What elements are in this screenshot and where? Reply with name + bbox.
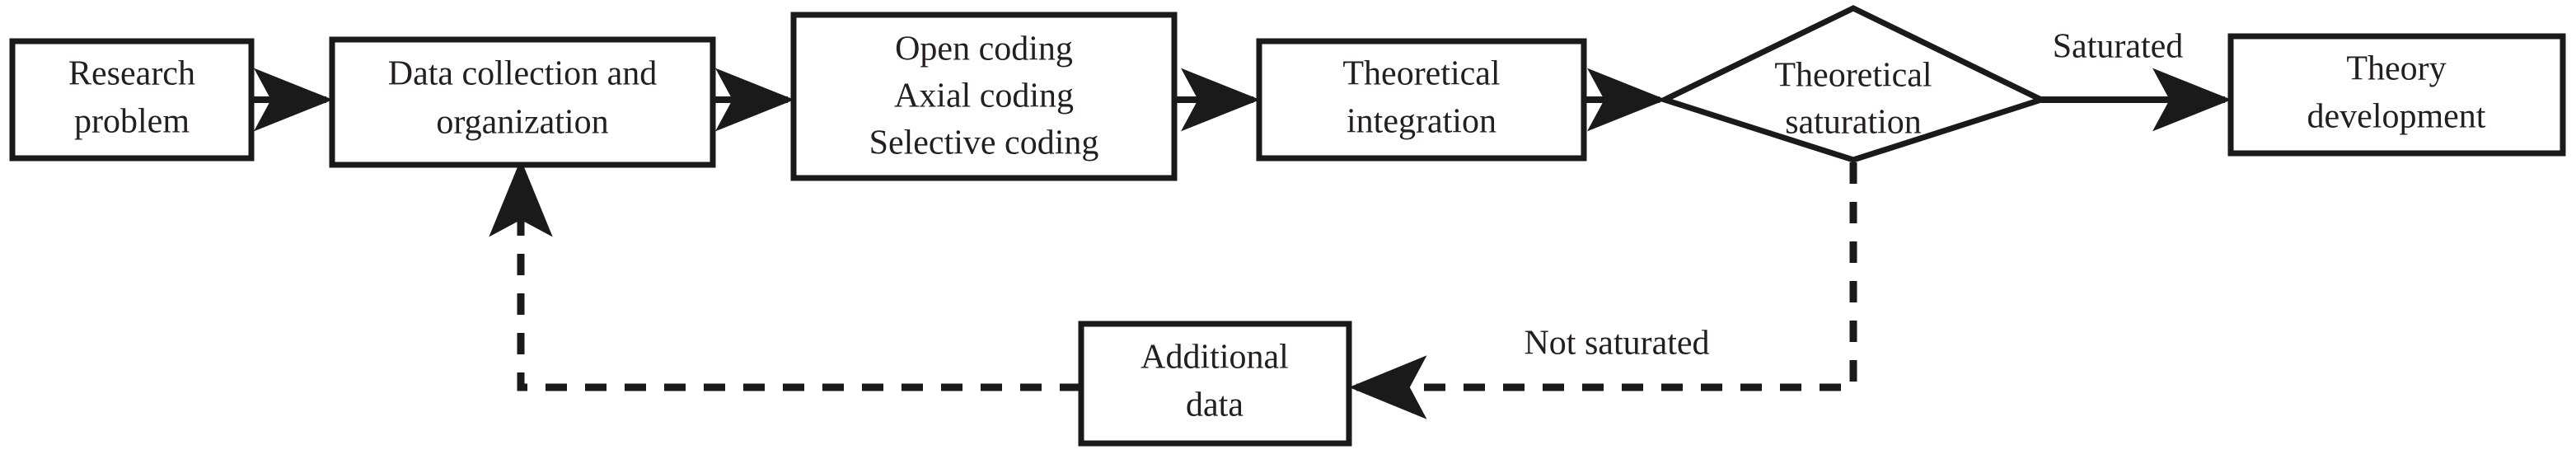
node-label-line1: Theoretical xyxy=(1342,55,1500,93)
node-theoretical-saturation[interactable]: Theoretical saturation xyxy=(1656,5,2049,163)
edge-dashed-path xyxy=(1349,162,1857,419)
node-shape-rect xyxy=(2227,33,2566,157)
node-shape-rect xyxy=(329,36,716,168)
node-theory-development[interactable]: Theory development xyxy=(2227,33,2566,157)
node-label-line2: Axial coding xyxy=(894,77,1074,115)
node-shape-rect xyxy=(9,38,255,162)
edge-label-not-saturated: Not saturated xyxy=(1524,325,1709,363)
node-label-line3: Selective coding xyxy=(869,124,1099,162)
node-research-problem[interactable]: Research problem xyxy=(9,38,255,162)
node-label-line2: development xyxy=(2307,98,2486,136)
node-coding[interactable]: Open coding Axial coding Selective codin… xyxy=(790,12,1178,181)
node-theoretical-integration[interactable]: Theoretical integration xyxy=(1256,38,1587,162)
node-label-line1: Theory xyxy=(2346,50,2446,88)
edge-label-saturated: Saturated xyxy=(2053,28,2184,66)
node-label-line2: saturation xyxy=(1785,104,1922,142)
node-label-line2: data xyxy=(1186,386,1244,424)
node-label-line2: organization xyxy=(436,104,608,142)
node-data-collection[interactable]: Data collection and organization xyxy=(329,36,716,168)
node-shape-rect xyxy=(1256,38,1587,162)
edge-saturation-to-additional-data xyxy=(1349,162,1857,419)
node-label-line1: Data collection and xyxy=(388,55,658,93)
node-label-line2: integration xyxy=(1347,103,1496,141)
node-label-line2: problem xyxy=(74,103,190,141)
node-shape-rect xyxy=(1078,321,1352,447)
edge-additional-data-to-data-collection xyxy=(489,159,1081,391)
node-label-line1: Theoretical xyxy=(1774,57,1932,95)
node-additional-data[interactable]: Additional data xyxy=(1078,321,1352,447)
node-label-line1: Additional xyxy=(1140,339,1289,377)
edge-dashed-path xyxy=(489,159,1081,391)
node-label-line1: Open coding xyxy=(895,30,1073,68)
node-shape-rect xyxy=(790,12,1178,181)
node-label-line1: Research xyxy=(68,55,195,93)
node-shape-diamond xyxy=(1656,5,2049,163)
